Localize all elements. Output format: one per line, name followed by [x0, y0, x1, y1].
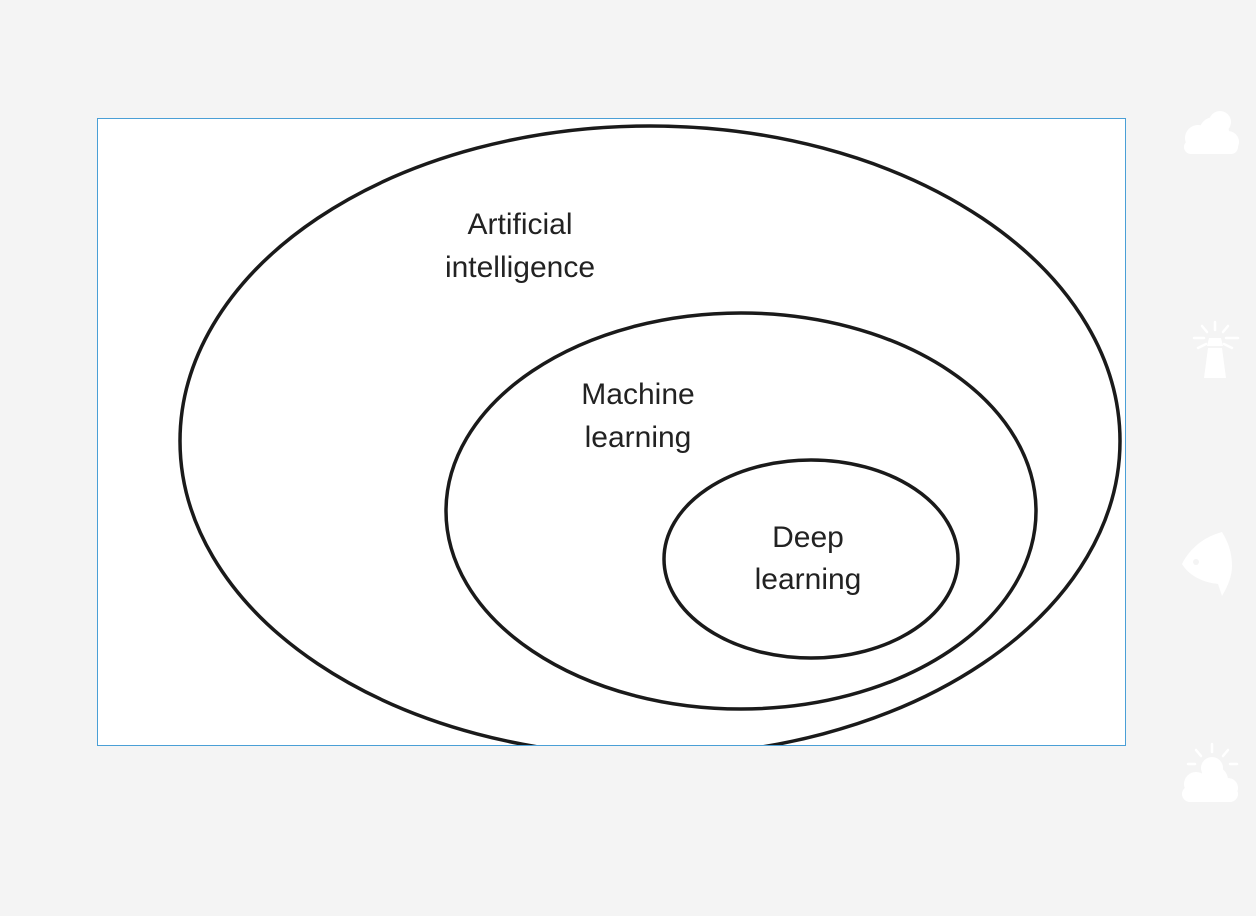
ai-label-line-1: Artificial	[467, 208, 572, 241]
dl-label-line-2: learning	[755, 563, 862, 596]
dl-ellipse	[662, 458, 960, 660]
dl-label-line-1: Deep	[772, 521, 844, 554]
ai-label-line-2: intelligence	[445, 251, 595, 284]
venn-diagram: Artificial intelligence Machine learning…	[178, 124, 1122, 745]
ml-label-line-1: Machine	[581, 378, 694, 411]
sun-cloud-icon	[1176, 742, 1242, 808]
diagram-frame: Artificial intelligence Machine learning…	[97, 118, 1126, 746]
ml-ellipse	[444, 311, 1038, 711]
ml-label-line-2: learning	[585, 421, 692, 454]
ai-ellipse	[178, 124, 1122, 745]
fish-icon	[1176, 530, 1242, 596]
lighthouse-icon	[1176, 316, 1242, 382]
cloud-sun-icon	[1176, 100, 1242, 166]
